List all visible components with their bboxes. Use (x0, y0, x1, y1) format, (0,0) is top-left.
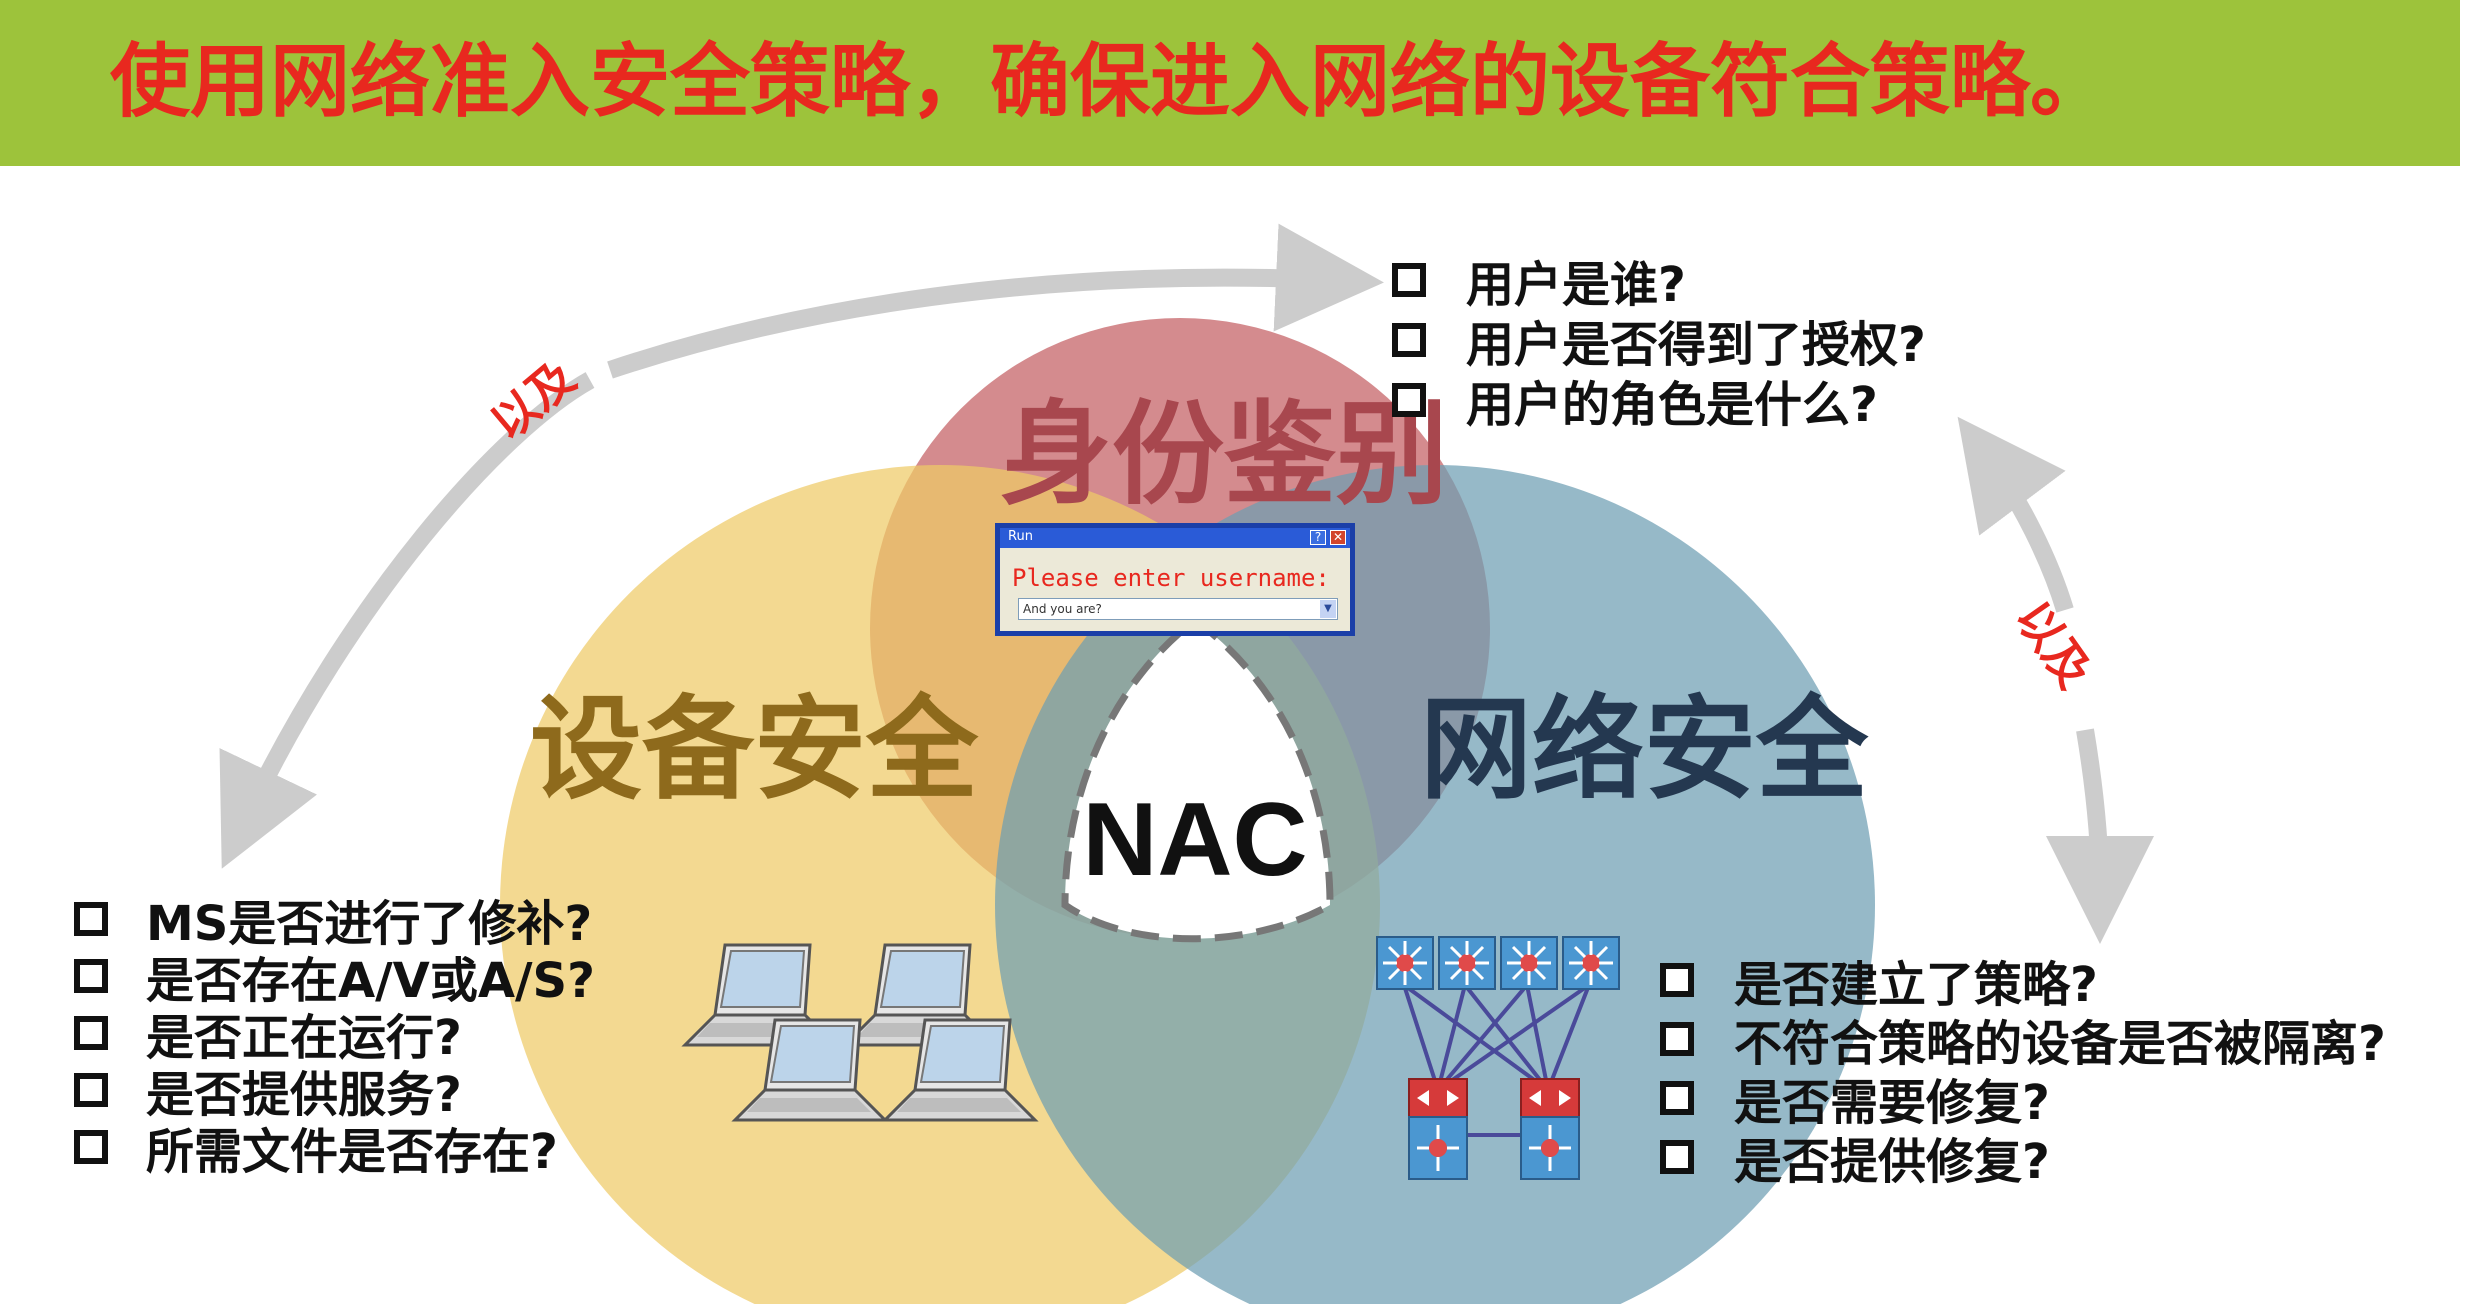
question-text: 用户是谁? (1466, 257, 1686, 313)
list-item: 是否正在运行? (74, 1004, 595, 1066)
run-dialog-prompt: Please enter username: (1012, 564, 1330, 592)
checkbox-icon (74, 1072, 108, 1107)
checkbox-icon (1392, 323, 1426, 357)
checkbox-icon (1660, 1021, 1694, 1056)
arrow-right-down (2045, 728, 2154, 944)
checkbox-icon (74, 901, 108, 936)
list-item: 是否存在A/V或A/S? (74, 947, 595, 1009)
chevron-down-icon[interactable]: ▼ (1320, 600, 1336, 618)
header-title: 使用网络准入安全策略，确保进入网络的设备符合策略。 (110, 35, 2110, 128)
nac-shape (1061, 615, 1334, 943)
checkbox-icon (1660, 1080, 1694, 1115)
identity-question-list: 用户是谁? 用户是否得到了授权? 用户的角色是什么? (1392, 250, 1926, 433)
username-input-value: And you are? (1023, 602, 1102, 616)
checkbox-icon (1660, 1139, 1694, 1174)
identity-label: 身份鉴别 (1000, 390, 1448, 520)
close-icon[interactable]: ✕ (1330, 530, 1346, 545)
list-item: 用户是谁? (1392, 250, 1926, 313)
question-text: 是否建立了策略? (1734, 956, 2098, 1013)
checkbox-icon (74, 958, 108, 993)
multilayer-switch-icon (1375, 935, 1435, 991)
help-icon[interactable]: ? (1310, 530, 1326, 545)
router-icon (1519, 1077, 1581, 1181)
list-item: MS是否进行了修补? (74, 890, 595, 952)
multilayer-switch-icon (1437, 935, 1497, 991)
run-dialog: Run ? ✕ Please enter username: And you a… (995, 523, 1355, 636)
list-item: 不符合策略的设备是否被隔离? (1660, 1009, 2386, 1072)
device-question-list: MS是否进行了修补? 是否存在A/V或A/S? 是否正在运行? 是否提供服务? … (74, 890, 595, 1180)
arrow-top-left (219, 372, 595, 869)
router-icon (1407, 1077, 1469, 1181)
list-item: 是否需要修复? (1660, 1068, 2386, 1131)
checkbox-icon (1392, 383, 1426, 417)
question-text: MS是否进行了修补? (146, 895, 593, 952)
arrow-right-up (1957, 416, 2074, 613)
list-item: 所需文件是否存在? (74, 1118, 595, 1180)
nac-label: NAC (1082, 782, 1308, 898)
checkbox-icon (74, 1129, 108, 1164)
run-dialog-titlebar: Run ? ✕ (1000, 528, 1350, 548)
question-text: 是否存在A/V或A/S? (146, 952, 595, 1009)
question-text: 不符合策略的设备是否被隔离? (1734, 1015, 2386, 1072)
question-text: 是否正在运行? (146, 1009, 462, 1066)
username-input[interactable]: And you are? ▼ (1018, 598, 1338, 620)
switch-row (1375, 935, 1621, 991)
network-question-list: 是否建立了策略? 不符合策略的设备是否被隔离? 是否需要修复? 是否提供修复? (1660, 950, 2386, 1190)
question-text: 是否提供修复? (1734, 1133, 2050, 1190)
question-text: 是否需要修复? (1734, 1074, 2050, 1131)
question-text: 所需文件是否存在? (146, 1123, 558, 1180)
run-dialog-title: Run (1008, 529, 1033, 544)
checkbox-icon (1392, 263, 1426, 297)
list-item: 是否提供修复? (1660, 1127, 2386, 1190)
multilayer-switch-icon (1499, 935, 1559, 991)
checkbox-icon (74, 1015, 108, 1050)
checkbox-icon (1660, 962, 1694, 997)
question-text: 用户的角色是什么? (1466, 377, 1878, 433)
laptop-group (683, 943, 1037, 1122)
arrow-top-right (607, 223, 1384, 379)
header-banner: 使用网络准入安全策略，确保进入网络的设备符合策略。 (0, 0, 2460, 166)
question-text: 是否提供服务? (146, 1066, 462, 1123)
core-switch-group (1407, 1077, 1581, 1181)
list-item: 用户是否得到了授权? (1392, 310, 1926, 373)
device-security-label: 设备安全 (530, 685, 978, 815)
multilayer-switch-icon (1561, 935, 1621, 991)
list-item: 是否建立了策略? (1660, 950, 2386, 1013)
list-item: 是否提供服务? (74, 1061, 595, 1123)
question-text: 用户是否得到了授权? (1466, 317, 1926, 373)
network-security-label: 网络安全 (1420, 685, 1868, 815)
list-item: 用户的角色是什么? (1392, 370, 1926, 433)
